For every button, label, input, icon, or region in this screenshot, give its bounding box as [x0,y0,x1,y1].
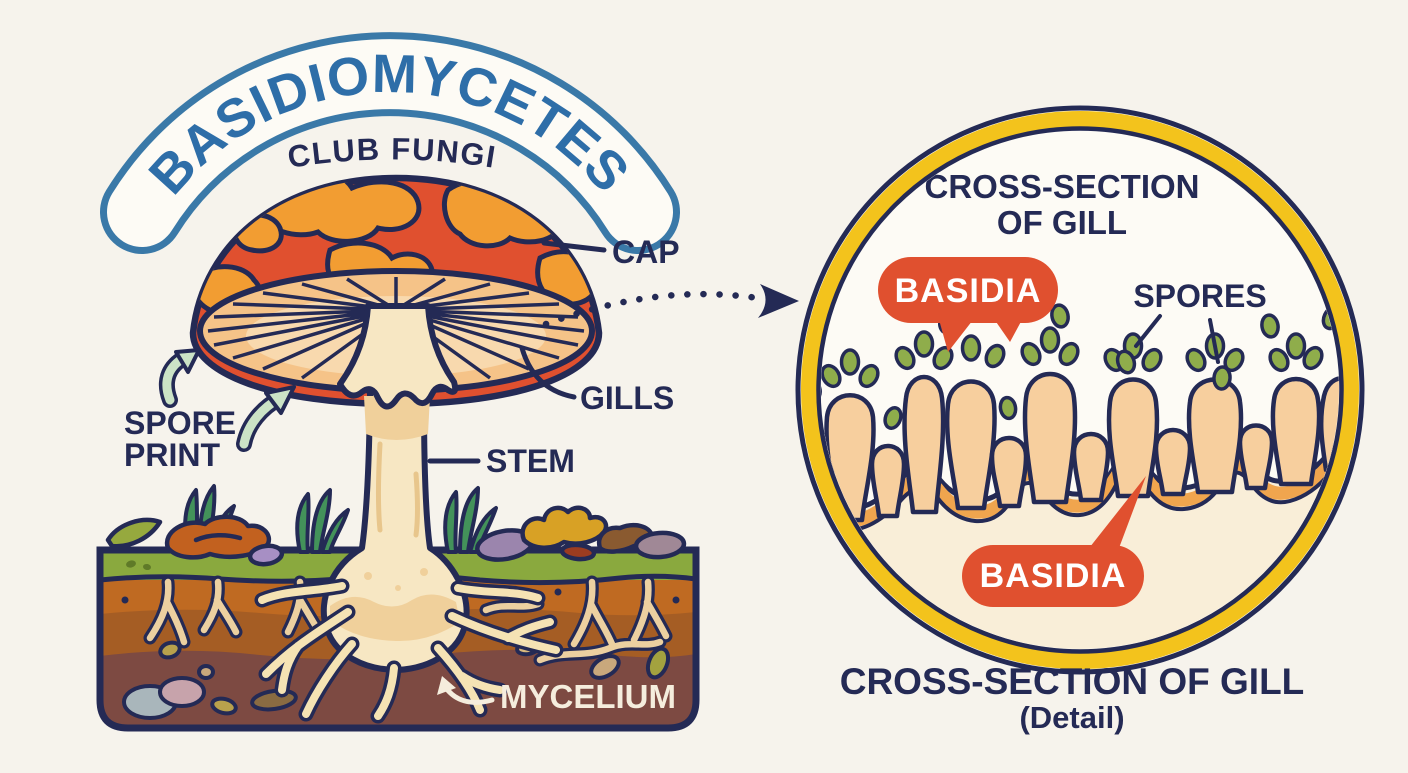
bulb-highlight-band [330,594,460,642]
basidia-upper-label: BASIDIA [895,272,1042,310]
caption-line1: CROSS-SECTION OF GILL [840,661,1305,702]
stem-shading [364,396,430,440]
mycelium-arrow-shaft [443,685,495,705]
grass-tufts [183,484,498,554]
basidia-badge-lower: BASIDIA [962,476,1146,607]
basidia-badge-upper: BASIDIA [878,257,1058,352]
cap-label: CAP [612,234,680,270]
stem-texture-lines [376,441,420,538]
inset-heading-line2: OF GILL [997,204,1127,241]
bulb-dots [364,568,428,591]
mycelium-label: MYCELIUM [500,678,676,715]
spore-print-arrows [158,348,296,452]
part-labels: CAP GILLS STEM SPORE PRINT MYCELIUM [124,234,680,715]
spore-print-label-line2: PRINT [124,437,220,473]
basidia-lower-label: BASIDIA [980,557,1127,595]
caption-line2: (Detail) [1019,700,1124,735]
inset-illustration: CROSS-SECTION OF GILL BASIDIA SPORES BAS… [821,168,1339,649]
spore-print-label-line1: SPORE [124,405,236,441]
spores-label: SPORES [1133,278,1266,314]
soil-roots [146,578,670,664]
mycelium-arrow-head [437,676,456,695]
spores-pointer-lines [1134,314,1220,364]
mushroom [189,174,603,724]
spores [821,303,1339,430]
gills-label: GILLS [580,380,674,416]
soil-box-outline [96,546,700,732]
soil-pebbles [122,639,671,720]
stem-label: STEM [486,443,575,479]
inset-yellow-ring [801,111,1359,669]
leaf-litter [105,505,687,567]
cap-pointer-line [541,240,607,253]
gill-cross-section-inset: CROSS-SECTION OF GILL BASIDIA SPORES BAS… [795,105,1365,675]
arrow-head-icon [758,284,799,318]
inset-inner-circle [816,126,1344,654]
grass-specks [126,560,151,571]
ground-decorations [105,484,687,567]
mycelium-roots [258,582,560,720]
inset-heading-line1: CROSS-SECTION [924,168,1199,205]
dotted-line [542,290,768,328]
inset-caption: CROSS-SECTION OF GILL (Detail) [840,661,1305,735]
stem-skirt [337,303,459,410]
gills-pointer-line [519,345,577,400]
gill-detail-connector [542,284,799,328]
